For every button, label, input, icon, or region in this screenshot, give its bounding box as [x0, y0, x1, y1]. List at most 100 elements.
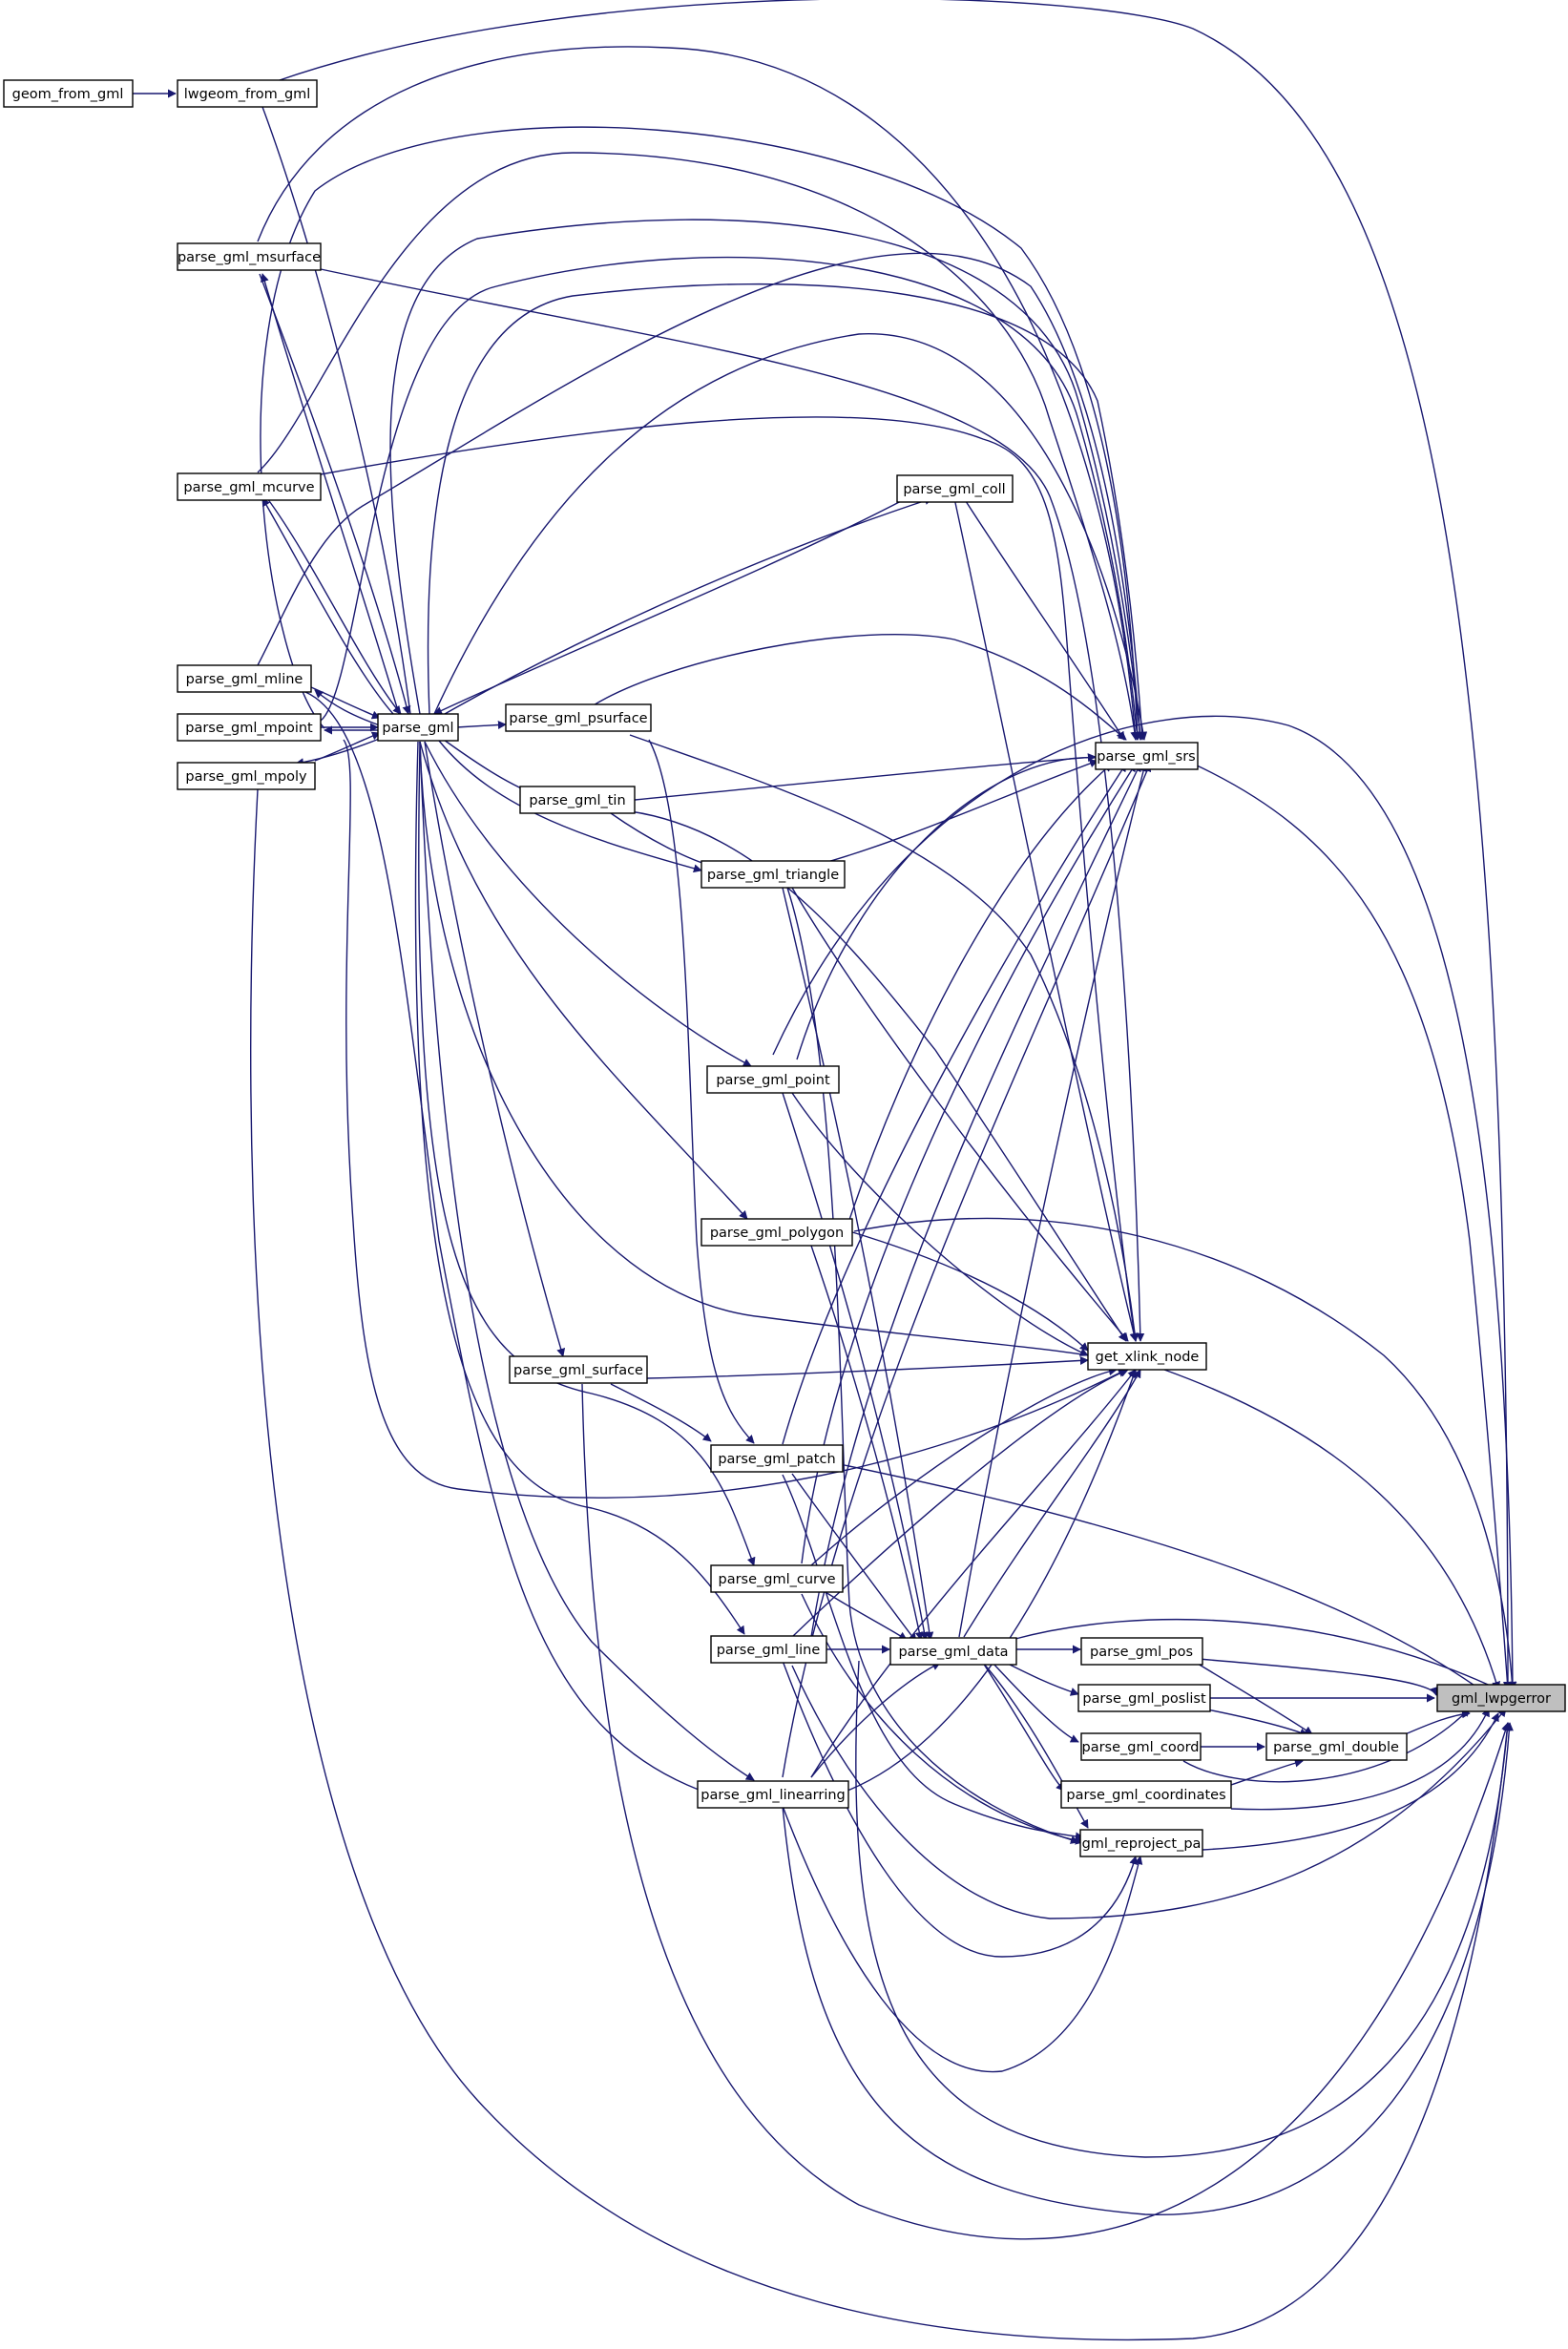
edge-polygon-to-data [810, 1245, 924, 1641]
edge-line-to-srs [810, 763, 1141, 1638]
node-parse-gml-mcurve[interactable]: parse_gml_mcurve [177, 472, 322, 501]
node-parse-gml-coll[interactable]: parse_gml_coll [896, 474, 1014, 503]
edge-coll-to-xlink [953, 497, 1139, 1342]
edge-triangle-to-xlink [791, 887, 1129, 1342]
node-parse-gml-surface[interactable]: parse_gml_surface [509, 1355, 648, 1384]
edge-line-to-lwpgerror [791, 1665, 1507, 1919]
node-parse-gml-mpoly-label: parse_gml_mpoly [185, 769, 307, 785]
node-parse-gml-linearring[interactable]: parse_gml_linearring [697, 1780, 849, 1809]
edge-pos-to-lwpgerror [1197, 1658, 1438, 1696]
edge-tin-to-xlink [629, 810, 1127, 1342]
edge-tin-to-srs [634, 753, 1097, 801]
node-parse-gml-polygon[interactable]: parse_gml_polygon [700, 1218, 853, 1247]
edge-coordinates-to-lwpgerror [1230, 1708, 1490, 1811]
edge-data-to-lwpgerror [1011, 1618, 1499, 1690]
edge-coll-to-srs [963, 497, 1125, 741]
node-parse-gml-psurface[interactable]: parse_gml_psurface [505, 703, 652, 732]
edge-srs-to-lwpgerror [1192, 763, 1512, 1690]
node-parse-gml-data-label: parse_gml_data [898, 1645, 1008, 1660]
edge-parsegml-to-xlink [419, 741, 1089, 1356]
edge-data-to-coordinates [982, 1662, 1065, 1792]
edge-mline-to-srs [257, 252, 1144, 741]
edge-data-to-poslist [1001, 1660, 1079, 1696]
edge-line-to-reproject [782, 1660, 1139, 1958]
edge-mpoint-to-srs [320, 256, 1141, 741]
edge-parsegml-to-triangle [438, 740, 702, 873]
edge-msurface-to-parsegml [259, 273, 411, 715]
node-parse-gml-linearring-label: parse_gml_linearring [700, 1788, 846, 1803]
edge-msurface-to-srs [257, 46, 1139, 741]
node-parse-gml-data[interactable]: parse_gml_data [889, 1637, 1017, 1666]
edge-reproject-to-lwpgerror [1202, 1712, 1499, 1851]
node-parse-gml-mpoint-label: parse_gml_mpoint [185, 721, 313, 736]
edge-linearring-to-xlink [810, 1369, 1137, 1778]
node-parse-gml[interactable]: parse_gml [377, 713, 459, 742]
node-parse-gml-coll-label: parse_gml_coll [903, 482, 1005, 497]
edge-lwgeom-to-parsegml [261, 106, 411, 715]
node-parse-gml-poslist[interactable]: parse_gml_poslist [1077, 1684, 1211, 1712]
edge-polygon-to-lwpgerror [853, 1217, 1516, 1690]
node-parse-gml-surface-label: parse_gml_surface [513, 1363, 643, 1378]
edge-parsegml-to-surface [424, 741, 566, 1357]
edge-mline-to-xlink-low [304, 691, 1138, 1806]
edge-patch-to-lwpgerror [839, 1463, 1507, 1709]
edge-psurface-to-patch [648, 739, 755, 1444]
edge-polygon-to-xlink [848, 1230, 1089, 1352]
node-geom-from-gml[interactable]: geom_from_gml [3, 79, 134, 108]
node-parse-gml-patch-label: parse_gml_patch [718, 1452, 835, 1467]
node-parse-gml-psurface-label: parse_gml_psurface [509, 711, 647, 726]
node-parse-gml-curve[interactable]: parse_gml_curve [710, 1564, 844, 1593]
node-parse-gml-line[interactable]: parse_gml_line [710, 1635, 827, 1664]
edge-parsegml-to-mcurve [261, 497, 394, 715]
node-parse-gml-mline[interactable]: parse_gml_mline [177, 664, 312, 693]
edge-parsegml-to-point [424, 741, 752, 1067]
node-gml-lwpgerror-label: gml_lwpgerror [1452, 1691, 1551, 1707]
edge-data-long-to-lwpgerror [855, 1660, 1512, 2158]
edge-data-to-srs [958, 763, 1148, 1638]
node-geom-from-gml-label: geom_from_gml [12, 87, 124, 102]
node-parse-gml-tin[interactable]: parse_gml_tin [519, 786, 636, 814]
node-parse-gml-pos[interactable]: parse_gml_pos [1080, 1637, 1203, 1666]
edge-surface-to-patch [610, 1383, 712, 1442]
node-parse-gml-pos-label: parse_gml_pos [1090, 1645, 1193, 1660]
edge-parsegml-to-linearring [419, 741, 755, 1781]
node-gml-reproject-pa[interactable]: gml_reproject_pa [1079, 1829, 1203, 1857]
node-gml-lwpgerror[interactable]: gml_lwpgerror [1436, 1684, 1566, 1712]
edge-parsegml-to-polygon [419, 741, 748, 1220]
edge-point-to-lwpgerror [772, 715, 1517, 1690]
node-parse-gml-coord[interactable]: parse_gml_coord [1080, 1732, 1202, 1761]
node-parse-gml-srs[interactable]: parse_gml_srs [1095, 742, 1199, 770]
node-parse-gml-line-label: parse_gml_line [717, 1643, 821, 1658]
node-get-xlink-node[interactable]: get_xlink_node [1087, 1342, 1207, 1371]
edge-parsegml-loop-3 [427, 283, 1146, 741]
node-parse-gml-point-label: parse_gml_point [716, 1073, 830, 1088]
node-parse-gml-msurface-label: parse_gml_msurface [178, 250, 321, 265]
edge-mpoint-to-xlink [343, 739, 1127, 1499]
node-parse-gml-srs-label: parse_gml_srs [1097, 749, 1195, 765]
edge-xlink-to-lwpgerror [1163, 1369, 1501, 1690]
node-parse-gml-mpoint[interactable]: parse_gml_mpoint [177, 713, 322, 742]
node-lwgeom-from-gml[interactable]: lwgeom_from_gml [177, 79, 318, 108]
edge-point-to-xlink [791, 1092, 1089, 1356]
node-parse-gml-mpoly[interactable]: parse_gml_mpoly [177, 762, 316, 790]
node-parse-gml-patch[interactable]: parse_gml_patch [710, 1444, 844, 1473]
edge-curve-to-data [820, 1588, 908, 1641]
edge-parsegml-to-mline [314, 689, 381, 726]
edge-linearring-to-lwpgerror [782, 1722, 1514, 2215]
node-parse-gml-double[interactable]: parse_gml_double [1265, 1732, 1408, 1761]
edge-mcurve-to-srs [257, 152, 1139, 741]
edge-linearring-to-srs [782, 763, 1152, 1778]
edge-parsegml-loop-4 [433, 333, 1148, 741]
node-lwgeom-from-gml-label: lwgeom_from_gml [184, 87, 311, 102]
edge-tin-to-triangle [610, 812, 715, 870]
edge-curve-to-xlink [810, 1367, 1118, 1566]
node-parse-gml-msurface[interactable]: parse_gml_msurface [177, 242, 322, 271]
edge-point-to-srs [796, 753, 1108, 1060]
edge-data-to-reproject [982, 1662, 1089, 1829]
node-parse-gml-point[interactable]: parse_gml_point [706, 1065, 840, 1094]
node-parse-gml-polygon-label: parse_gml_polygon [710, 1226, 844, 1241]
edge-triangle-to-data [782, 887, 934, 1641]
edge-poslist-to-double [1202, 1708, 1308, 1737]
node-parse-gml-triangle[interactable]: parse_gml_triangle [700, 860, 846, 889]
node-parse-gml-coordinates[interactable]: parse_gml_coordinates [1060, 1780, 1232, 1809]
